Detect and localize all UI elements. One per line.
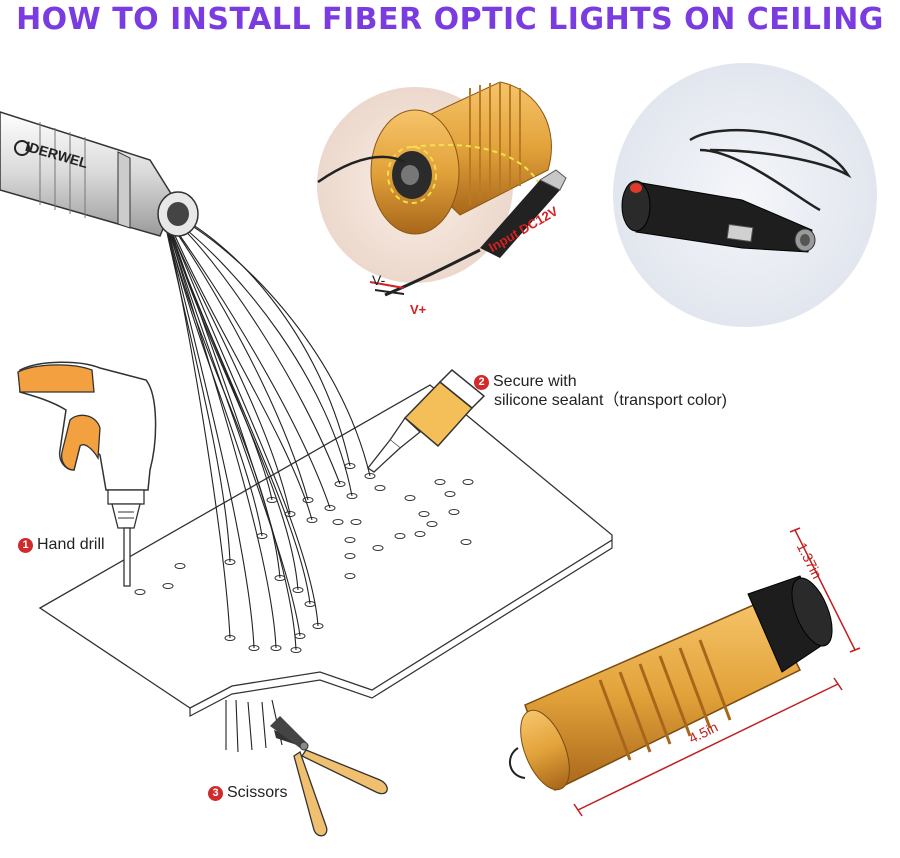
- page-title: HOW TO INSTALL FIBER OPTIC LIGHTS ON CEI…: [16, 2, 884, 37]
- hand-drill: [17, 361, 157, 587]
- dc-input-closeup: [317, 81, 567, 297]
- light-engine-silver: [0, 111, 199, 237]
- step3-label: 3 Scissors: [208, 784, 287, 802]
- ceiling-board: [38, 384, 613, 717]
- scissors: [270, 716, 388, 837]
- step1-number-badge: 1: [18, 538, 33, 553]
- fiber-strands: [165, 211, 371, 753]
- silicone-sealant-bottle: [367, 368, 486, 473]
- step1-label: 1 Hand drill: [18, 536, 105, 554]
- negative-wire-label: V-: [372, 272, 386, 288]
- step2-number-badge: 2: [474, 375, 489, 390]
- dimension-lines: [573, 527, 861, 817]
- step3-text: Scissors: [227, 784, 288, 801]
- step2-line1: Secure with: [493, 373, 577, 390]
- car-charger-photo: [613, 63, 877, 327]
- step3-number-badge: 3: [208, 786, 223, 801]
- step1-text: Hand drill: [37, 536, 105, 553]
- positive-wire-label: V+: [410, 302, 427, 317]
- step2-label: 2 Secure with silicone sealant（transport …: [474, 372, 727, 410]
- step2-line2: silicone sealant（transport color): [494, 392, 727, 409]
- gold-light-engine: [509, 575, 833, 792]
